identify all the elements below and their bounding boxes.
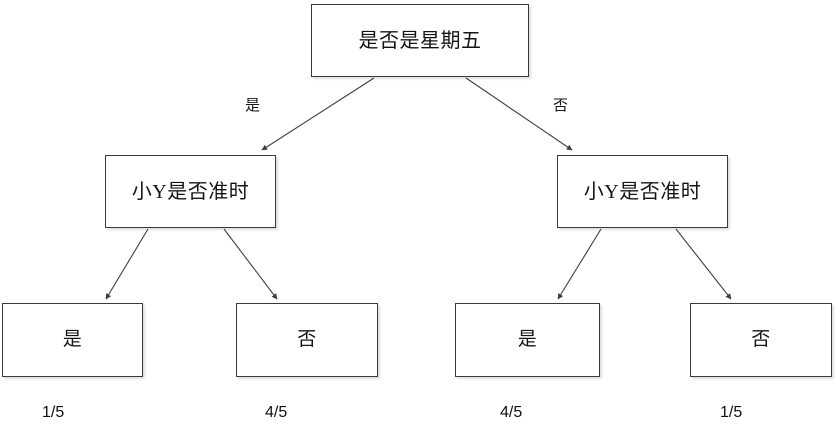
edge-root-to-left <box>261 77 375 151</box>
edge-right-to-leaf-3 <box>557 228 602 300</box>
node-leaf-1-label: 是 <box>62 328 83 350</box>
probability-leaf-4: 1/5 <box>720 404 743 421</box>
probability-leaf-1: 1/5 <box>42 404 65 421</box>
node-level2-right-label: 小Y是否准时 <box>583 180 702 203</box>
node-level2-left-label: 小Y是否准时 <box>131 180 250 203</box>
branch-label-yes: 是 <box>245 98 261 114</box>
probability-leaf-3: 4/5 <box>500 404 523 421</box>
node-leaf-1[interactable]: 是 <box>2 303 143 377</box>
branch-label-no: 否 <box>553 98 569 114</box>
edge-root-to-right <box>465 77 573 151</box>
node-leaf-2-label: 否 <box>297 328 317 350</box>
edge-right-to-leaf-4 <box>675 228 732 300</box>
node-root[interactable]: 是否是星期五 <box>311 4 529 77</box>
node-level2-right[interactable]: 小Y是否准时 <box>557 155 728 228</box>
node-leaf-2[interactable]: 否 <box>236 303 378 377</box>
node-leaf-4-label: 否 <box>751 328 771 350</box>
node-leaf-3[interactable]: 是 <box>455 303 600 377</box>
edge-left-to-leaf-1 <box>105 228 149 300</box>
probability-leaf-2: 4/5 <box>265 404 288 421</box>
node-leaf-3-label: 是 <box>517 328 538 350</box>
edge-left-to-leaf-2 <box>223 228 278 300</box>
node-leaf-4[interactable]: 否 <box>690 303 832 377</box>
node-root-label: 是否是星期五 <box>358 29 482 52</box>
node-level2-left[interactable]: 小Y是否准时 <box>105 155 276 228</box>
